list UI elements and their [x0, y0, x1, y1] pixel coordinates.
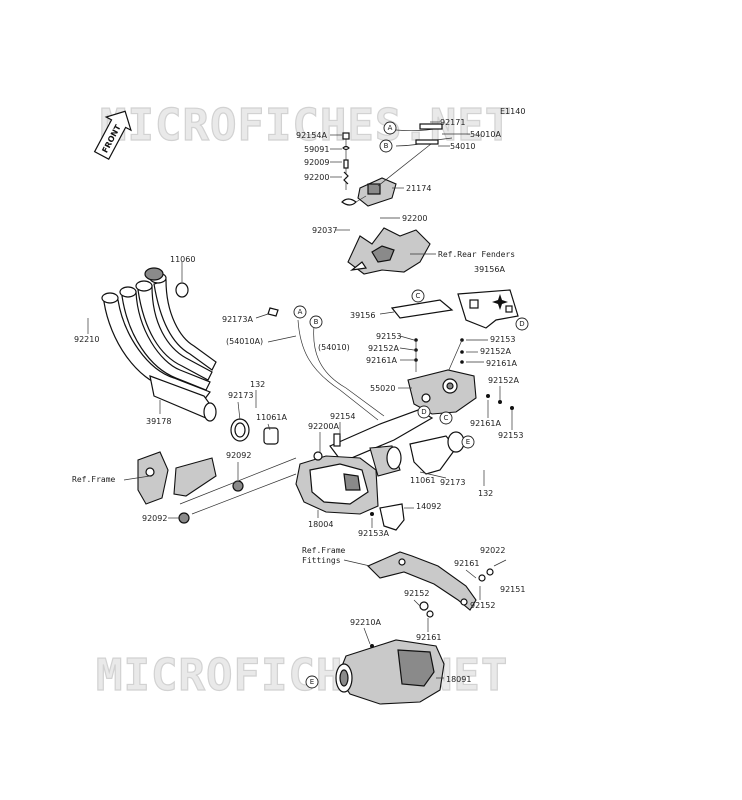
cable-mid: [267, 307, 385, 421]
label-55020: 55020: [370, 384, 395, 393]
label-92154a: 92154A: [296, 131, 327, 140]
callout-e-pipe: E: [461, 435, 475, 449]
label-92152-left: 92152: [404, 589, 429, 598]
svg-text:D: D: [421, 408, 426, 416]
frame-fitting-bracket: [367, 551, 507, 618]
label-92152a-a: 92152A: [368, 344, 399, 353]
svg-text:B: B: [314, 318, 319, 326]
exhaust-header-pipes: [101, 267, 217, 422]
label-92200-mid: 92200: [402, 214, 427, 223]
hardware-bolts: [414, 338, 514, 410]
label-92037: 92037: [312, 226, 337, 235]
sensor-cover: [370, 503, 405, 531]
label-92171: 92171: [440, 118, 465, 127]
label-14092: 14092: [416, 502, 441, 511]
callout-a-top: A: [383, 121, 397, 135]
muffler: [335, 639, 445, 705]
label-92151: 92151: [500, 585, 525, 594]
label-132-right: 132: [478, 489, 493, 498]
svg-text:B: B: [384, 142, 389, 150]
watermark-top: MICROFICHES.NET: [100, 100, 512, 151]
callout-d-bracket: D: [417, 405, 431, 419]
label-54010a-top: 54010A: [470, 130, 501, 139]
label-92200-top: 92200: [304, 173, 329, 182]
rear-fender-bracket: [347, 227, 431, 275]
label-92210: 92210: [74, 335, 99, 344]
callout-b-top: B: [379, 139, 393, 153]
label-11061: 11061: [410, 476, 435, 485]
label-39156a: 39156A: [474, 265, 505, 274]
label-132-top: 132: [250, 380, 265, 389]
svg-text:D: D: [519, 320, 524, 328]
svg-text:C: C: [416, 292, 421, 300]
label-92200a: 92200A: [308, 422, 339, 431]
callout-a-mid: A: [293, 305, 307, 319]
label-39156: 39156: [350, 311, 375, 320]
frame-reference-left: [137, 451, 297, 515]
svg-text:E: E: [310, 678, 314, 686]
heat-shield-covers: [390, 289, 519, 329]
label-92154: 92154: [330, 412, 355, 421]
svg-text:A: A: [388, 124, 393, 132]
callout-c-bracket: C: [439, 411, 453, 425]
figure-code: E1140: [500, 107, 525, 116]
label-92092-mid: 92092: [226, 451, 251, 460]
label-54010a-paren: (54010A): [226, 337, 263, 346]
label-21174: 21174: [406, 184, 431, 193]
label-92153a: 92153A: [358, 529, 389, 538]
label-92161-right: 92161: [454, 559, 479, 568]
catalyst-chamber: [295, 451, 379, 515]
label-92173a: 92173A: [222, 315, 253, 324]
label-92152a-c: 92152A: [488, 376, 519, 385]
valve-actuator-assembly: [341, 123, 453, 207]
mid-pipe: [329, 409, 465, 479]
callout-c-shield: C: [411, 289, 425, 303]
svg-text:E: E: [466, 438, 470, 446]
label-92173-right: 92173: [440, 478, 465, 487]
part-labels: 92171 54010A 54010 92154A 59091 92009 92…: [74, 118, 525, 684]
label-39178: 39178: [146, 417, 171, 426]
callout-d-shield: D: [515, 317, 529, 331]
svg-text:A: A: [298, 308, 303, 316]
ref-frame-left: Ref.Frame: [72, 475, 116, 484]
label-92161-low: 92161: [416, 633, 441, 642]
label-59091: 59091: [304, 145, 329, 154]
gasket-clamp: [178, 418, 279, 524]
label-18004: 18004: [308, 520, 333, 529]
label-92022: 92022: [480, 546, 505, 555]
label-92153-b: 92153: [490, 335, 515, 344]
label-92152a-b: 92152A: [480, 347, 511, 356]
label-54010-paren: (54010): [318, 343, 350, 352]
label-18091: 18091: [446, 675, 471, 684]
label-92161a-c: 92161A: [470, 419, 501, 428]
label-11061a: 11061A: [256, 413, 287, 422]
label-54010-top: 54010: [450, 142, 475, 151]
label-92173-left: 92173: [228, 391, 253, 400]
svg-text:C: C: [444, 414, 449, 422]
label-92210a: 92210A: [350, 618, 381, 627]
label-92161a-b: 92161A: [486, 359, 517, 368]
callout-b-mid: B: [309, 315, 323, 329]
label-92153-c: 92153: [498, 431, 523, 440]
label-92009: 92009: [304, 158, 329, 167]
label-92092-low: 92092: [142, 514, 167, 523]
ref-frame-fittings-2: Fittings: [302, 556, 341, 565]
exhaust-bracket: [407, 369, 477, 415]
label-11060: 11060: [170, 255, 195, 264]
ref-rear-fenders: Ref.Rear Fenders: [438, 250, 515, 259]
label-92161a-a: 92161A: [366, 356, 397, 365]
ref-frame-fittings-1: Ref.Frame: [302, 546, 346, 555]
callout-e-muffler: E: [305, 675, 319, 689]
label-92152-right: 92152: [470, 601, 495, 610]
label-92153-a: 92153: [376, 332, 401, 341]
